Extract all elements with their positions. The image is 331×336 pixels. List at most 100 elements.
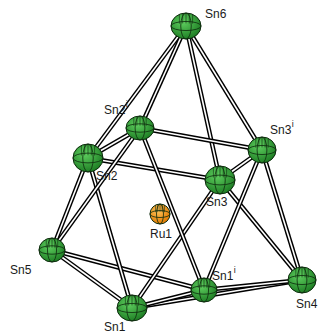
principal-ellipse (199, 278, 208, 302)
bond-core (88, 26, 186, 158)
octant-shading (201, 278, 202, 287)
octant-shading (209, 279, 210, 288)
atom-label: Sn4 (296, 298, 317, 310)
octant-shading (258, 137, 259, 147)
octant-shading (186, 13, 187, 23)
principal-ellipse (297, 267, 307, 293)
atom-label: Sn6 (205, 8, 226, 20)
atom-label: Sn2 (96, 170, 117, 182)
atom-label: Sn1 (104, 321, 125, 333)
octant-shading (308, 268, 309, 277)
octant-shading (189, 13, 190, 23)
octant-shading (262, 137, 263, 147)
octant-shading (128, 295, 129, 305)
bond-outline (88, 26, 186, 158)
sn-atom (73, 144, 103, 172)
octant-shading (157, 204, 158, 212)
atom-label: Sn5 (10, 264, 31, 276)
octant-shading (213, 167, 214, 177)
bond-outline (88, 158, 132, 308)
octant-shading (179, 14, 180, 23)
bond-core (140, 128, 262, 150)
octant-shading (46, 239, 47, 248)
bond-core (186, 26, 262, 150)
bond-outline (132, 280, 302, 308)
bond-core (140, 128, 204, 290)
principal-ellipse (215, 166, 226, 194)
principal-ellipse (127, 295, 138, 321)
octant-shading (52, 238, 53, 248)
symmetry-superscript: i (234, 266, 236, 275)
atom-body (150, 204, 170, 224)
bond-outline (140, 128, 204, 290)
octant-shading (135, 295, 136, 305)
octant-shading (198, 279, 199, 288)
principal-ellipse (47, 238, 56, 262)
atom-body (171, 13, 201, 39)
bond-core (88, 158, 132, 308)
octant-shading (54, 238, 55, 247)
octant-shading (81, 145, 82, 155)
sn-atom (248, 137, 276, 163)
octant-shading (133, 117, 134, 126)
principal-ellipse (257, 137, 267, 163)
octant-shading (57, 239, 58, 248)
principal-ellipse (157, 204, 164, 224)
octant-shading (206, 278, 207, 287)
octant-shading (155, 205, 156, 212)
atom-body (117, 295, 147, 321)
bond-core (52, 128, 140, 250)
octant-shading (164, 205, 165, 212)
bond-core (204, 150, 262, 290)
sn-atom (126, 116, 154, 140)
bond-lines (52, 26, 302, 308)
bond-core (220, 180, 302, 280)
atom-body (126, 116, 154, 140)
octant-shading (220, 166, 221, 177)
bond-core (132, 280, 302, 308)
ru-atom (150, 204, 170, 224)
bond-outline (52, 128, 140, 250)
octant-shading (88, 144, 89, 155)
octant-shading (305, 267, 306, 277)
octant-shading (138, 296, 139, 305)
atom-label: Sn2 (104, 104, 125, 116)
sn-atom (117, 295, 147, 321)
octant-shading (49, 238, 50, 247)
bond-outline (204, 150, 262, 290)
octant-shading (204, 278, 205, 288)
octant-shading (255, 138, 256, 147)
octant-shading (84, 144, 85, 155)
octant-shading (94, 145, 95, 155)
sn-atom (288, 267, 316, 293)
principal-ellipse (135, 116, 145, 140)
octant-shading (162, 204, 163, 212)
bond-outline (140, 128, 262, 150)
atom-body (39, 238, 65, 262)
octant-shading (91, 144, 92, 155)
bond-outline (140, 26, 186, 128)
octant-shading (160, 204, 161, 212)
symmetry-superscript: i (126, 100, 128, 109)
octant-shading (265, 137, 266, 147)
octant-shading (192, 14, 193, 23)
bond-core (262, 150, 302, 280)
octant-shading (268, 138, 269, 147)
atom-label: Sn3 (270, 124, 291, 136)
bond-outline (186, 26, 220, 180)
octant-shading (132, 295, 133, 305)
sn-atom (205, 166, 235, 194)
octant-shading (226, 167, 227, 177)
octant-shading (302, 267, 303, 277)
atom-body (73, 144, 103, 172)
octant-shading (223, 166, 224, 177)
atom-body (205, 166, 235, 194)
bond-outline (52, 250, 204, 290)
atom-ellipsoids (39, 13, 316, 321)
bond-outline (220, 180, 302, 280)
octant-shading (146, 117, 147, 126)
octant-shading (125, 296, 126, 305)
atom-body (248, 137, 276, 163)
